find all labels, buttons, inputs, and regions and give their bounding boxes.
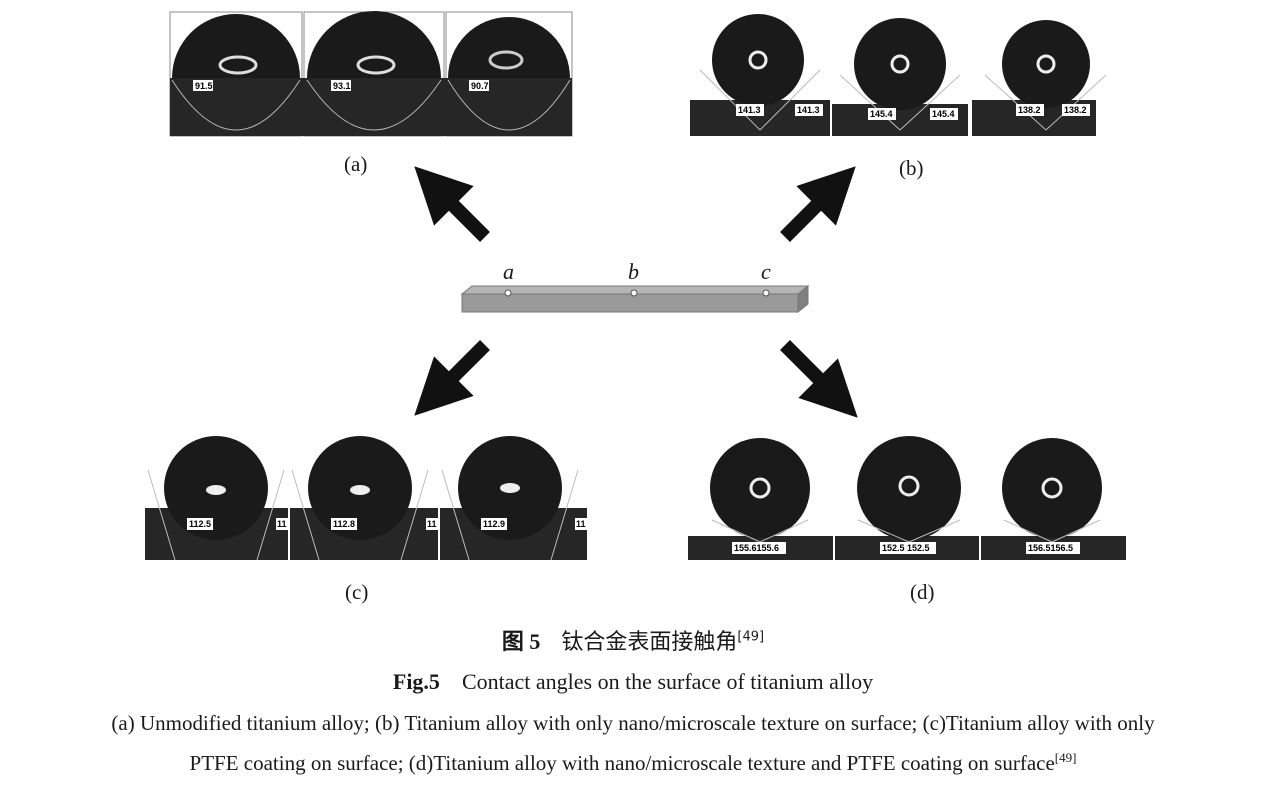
panel-d-label: (d): [910, 580, 935, 604]
titanium-bar: [460, 284, 810, 314]
caption-cn-ref: [49]: [737, 629, 765, 645]
caption-subpanel-line-1: (a) Unmodified titanium alloy; (b) Titan…: [111, 711, 1155, 735]
panel-b-angle-3-left: 138.2: [1018, 105, 1041, 115]
panel-b-image: 141.3 141.3 145.4 145.4 138.2 138.2: [690, 14, 1107, 136]
panel-a-angle-2: 93.1: [333, 81, 351, 91]
caption-chinese: 图 5 钛合金表面接触角[49]: [0, 624, 1266, 656]
caption-sub-ref: [49]: [1054, 750, 1077, 765]
bar-point-b: [630, 289, 638, 297]
panel-d-droplet-3: [1002, 438, 1102, 538]
bar-point-c: [762, 289, 770, 297]
panel-c-label: (c): [345, 580, 369, 604]
point-a-label: a: [503, 259, 514, 284]
panel-a-angle-3: 90.7: [471, 81, 489, 91]
arrow-to-d-icon: [780, 340, 858, 418]
bar-point-a: [504, 289, 512, 297]
caption-subpanel-line-2: PTFE coating on surface; (d)Titanium all…: [0, 750, 1266, 776]
panel-a-droplet-2: [307, 11, 441, 78]
panel-d-angle-3: 156.5156.5: [1028, 543, 1073, 553]
panel-a-image: 91.5 93.1 90.7: [169, 11, 573, 137]
panel-b-angle-3-right: 138.2: [1064, 105, 1087, 115]
panel-c-cut-label-2: 11: [427, 519, 437, 529]
panel-a-angle-1: 91.5: [195, 81, 213, 91]
point-c-label: c: [761, 259, 771, 284]
caption-sub-line2-text: PTFE coating on surface; (d)Titanium all…: [189, 751, 1055, 775]
panel-b-droplet-3: [1002, 20, 1090, 108]
arrow-to-a-icon: [414, 166, 490, 242]
panel-b-label: (b): [899, 156, 924, 180]
panel-b-angle-1-left: 141.3: [738, 105, 761, 115]
caption-en-prefix: Fig.5: [392, 669, 440, 694]
panel-c-image: 112.5 112.8 112.9 11 11 11: [145, 436, 587, 561]
panel-a-label: (a): [344, 152, 368, 176]
arrow-to-b-icon: [780, 166, 856, 242]
panel-d-image: 155.6155.6 152.5 152.5 156.5156.5: [688, 436, 1126, 560]
figure-graphic: 91.5 93.1 90.7 141.3 141.3 145.4 145.4 1…: [145, 11, 1126, 561]
panel-c-angle-3: 112.9: [483, 519, 505, 529]
caption-cn-prefix: 图 5: [501, 629, 541, 654]
panel-b-angle-2-right: 145.4: [932, 109, 955, 119]
caption-en-text: Contact angles on the surface of titaniu…: [461, 669, 874, 694]
point-b-label: b: [628, 259, 639, 284]
panel-b-droplet-2: [854, 18, 946, 110]
panel-b-angle-1-right: 141.3: [797, 105, 820, 115]
panel-c-angle-1: 112.5: [189, 519, 211, 529]
panel-d-angle-1: 155.6155.6: [734, 543, 779, 553]
caption-english: Fig.5 Contact angles on the surface of t…: [0, 669, 1266, 695]
panel-a-droplet-3: [448, 17, 570, 78]
panel-d-droplet-1: [710, 438, 810, 538]
caption-cn-text: 钛合金表面接触角: [561, 630, 738, 655]
panel-d-angle-2: 152.5 152.5: [882, 543, 930, 553]
panel-c-cut-label-3: 11: [576, 519, 586, 529]
panel-a-substrate: [170, 78, 572, 136]
panel-a-droplet-1: [172, 14, 300, 78]
panel-b-angle-2-left: 145.4: [870, 109, 893, 119]
panel-b-droplet-1: [712, 14, 804, 106]
panel-c-angle-2: 112.8: [333, 519, 355, 529]
arrow-to-c-icon: [414, 340, 490, 416]
panel-d-droplet-2: [857, 436, 961, 540]
panel-c-cut-label-1: 11: [277, 519, 287, 529]
